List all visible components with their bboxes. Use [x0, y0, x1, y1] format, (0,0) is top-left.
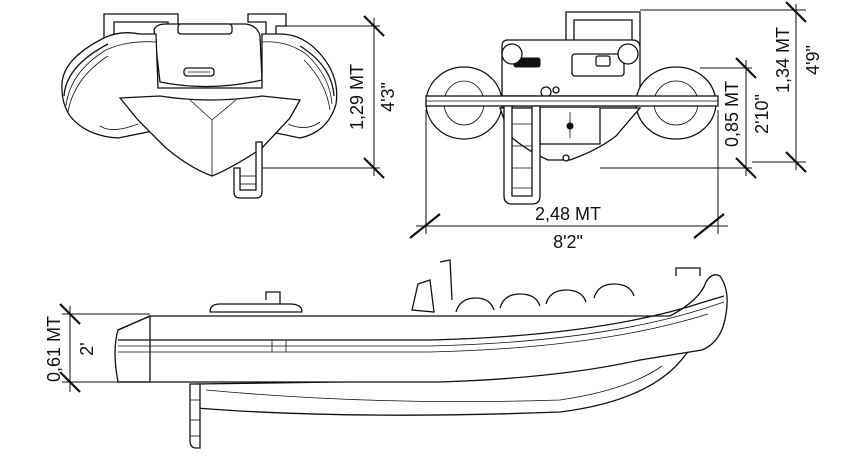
- front-height-metric-label: 1,29 MT: [347, 64, 367, 130]
- side-view: [114, 259, 728, 449]
- rear-transom-dimension: 0,85 MT 2'10": [600, 57, 772, 179]
- side-tube-dimension: 0,61 MT 2': [44, 303, 150, 393]
- front-height-dimension: 1,29 MT 4'3": [262, 15, 398, 179]
- rear-width-imperial-label: 8'2": [553, 232, 583, 252]
- rear-height-metric-label: 1,34 MT: [773, 27, 793, 93]
- front-view: [61, 13, 338, 199]
- rear-view: [425, 11, 719, 205]
- front-height-imperial-label: 4'3": [378, 82, 398, 112]
- rear-height-imperial-label: 4'9": [803, 45, 823, 75]
- rear-height-dimension: 1,34 MT 4'9": [640, 1, 823, 173]
- side-tube-metric-label: 0,61 MT: [44, 316, 64, 382]
- rear-width-metric-label: 2,48 MT: [535, 204, 601, 224]
- rear-transom-imperial-label: 2'10": [752, 94, 772, 134]
- rear-transom-metric-label: 0,85 MT: [722, 81, 742, 147]
- side-tube-imperial-label: 2': [77, 342, 97, 355]
- rear-width-dimension: 2,48 MT 8'2": [409, 110, 728, 252]
